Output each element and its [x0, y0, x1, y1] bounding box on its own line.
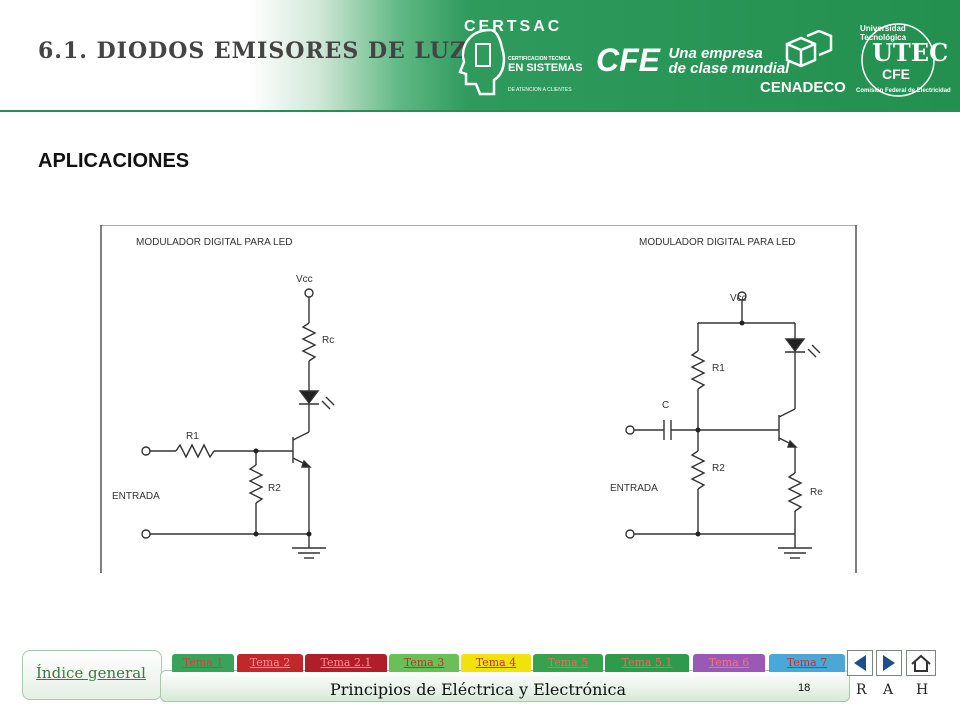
circuit-diagrams: MODULADOR DIGITAL PARA LED Vcc Rc R1 R2 … — [100, 225, 857, 573]
right-vcc-label: Vcc — [730, 293, 747, 304]
course-name: Principios de Eléctrica y Electrónica — [330, 680, 626, 699]
right-c-label: C — [662, 400, 669, 411]
cubes-icon — [785, 29, 833, 68]
home-icon — [911, 654, 931, 672]
cfe-tagline-2: de clase mundial — [668, 59, 790, 77]
arrow-left-icon — [854, 655, 866, 671]
topic-tab[interactable]: Tema 7 — [769, 654, 845, 672]
prev-button[interactable] — [847, 650, 873, 676]
arrow-right-icon — [883, 655, 895, 671]
topic-tab[interactable]: Tema 5 — [533, 654, 603, 672]
nav-letter-a: A — [883, 682, 894, 698]
next-button[interactable] — [876, 650, 902, 676]
utec-mark: UTEC — [872, 38, 949, 67]
circuit-figure: MODULADOR DIGITAL PARA LED Vcc Rc R1 R2 … — [100, 225, 857, 573]
right-circuit — [625, 291, 821, 559]
topic-tab[interactable]: Tema 2 — [237, 654, 303, 672]
topic-tab[interactable]: Tema 3 — [389, 654, 459, 672]
head-silhouette-icon — [458, 28, 506, 96]
left-circuit — [141, 288, 335, 559]
cfe-tagline: Una empresa de clase mundial — [668, 46, 789, 76]
cenadeco-logo: CENADECO — [760, 29, 846, 96]
left-circuit-title: MODULADOR DIGITAL PARA LED — [136, 237, 293, 248]
index-general-link[interactable]: Índice general — [36, 664, 146, 682]
right-re-label: Re — [810, 487, 823, 498]
right-r1-label: R1 — [712, 363, 725, 374]
topic-tab[interactable]: Tema 1 — [172, 654, 234, 672]
header-divider — [0, 110, 960, 112]
certsac-line2b: DE ATENCION A CLIENTES — [508, 87, 572, 93]
right-r2-label: R2 — [712, 463, 725, 474]
slide-title: 6.1. DIODOS EMISORES DE LUZ — [38, 38, 467, 64]
nav-letter-h: H — [916, 682, 929, 698]
cfe-tagline-1: Una empresa — [668, 44, 763, 62]
utec-logo: Universidad Tecnológica UTEC CFE Comisió… — [848, 20, 951, 100]
section-heading: APLICACIONES — [38, 150, 190, 172]
left-r2-label: R2 — [268, 483, 281, 494]
left-circuit-nodes — [253, 448, 312, 537]
topic-tab[interactable]: Tema 4 — [461, 654, 531, 672]
certsac-name: CERTSAC — [464, 18, 563, 35]
cenadeco-name: CENADECO — [760, 79, 846, 96]
certsac-line1: CERTIFICACION TECNICA — [508, 56, 571, 62]
seal-ring-icon — [861, 23, 935, 97]
topic-tab[interactable]: Tema 2.1 — [305, 654, 387, 672]
cfe-logo: CFE Una empresa de clase mundial — [596, 42, 789, 79]
utec-ring-text-2: Comisión Federal de Electricidad — [856, 88, 951, 94]
page-number: 18 — [798, 682, 811, 694]
right-entrada-label: ENTRADA — [610, 483, 658, 494]
left-vcc-label: Vcc — [296, 274, 313, 285]
certsac-line2a: EN SISTEMAS — [508, 62, 583, 74]
topic-tab[interactable]: Tema 5.1 — [605, 654, 689, 672]
utec-cfe: CFE — [882, 66, 910, 82]
utec-ring-text: Universidad Tecnológica — [860, 24, 907, 42]
index-panel — [22, 650, 162, 700]
right-circuit-nodes — [695, 320, 745, 537]
right-circuit-title: MODULADOR DIGITAL PARA LED — [639, 237, 796, 248]
nav-letter-r: R — [856, 682, 867, 698]
left-entrada-label: ENTRADA — [112, 491, 160, 502]
home-button[interactable] — [906, 650, 936, 676]
left-rc-label: Rc — [322, 335, 334, 346]
topic-tab[interactable]: Tema 6 — [693, 654, 765, 672]
cfe-mark: CFE — [596, 42, 660, 78]
left-r1-label: R1 — [186, 431, 199, 442]
certsac-logo: CERTSAC CERTIFICACION TECNICA EN SISTEMA… — [450, 18, 583, 98]
